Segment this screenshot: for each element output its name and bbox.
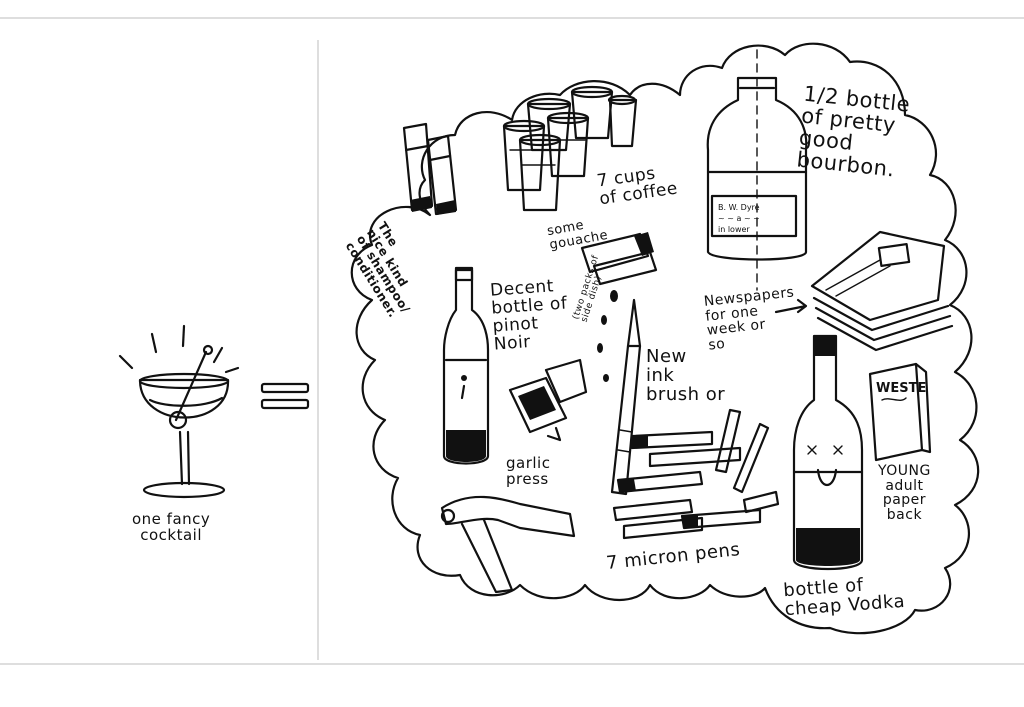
label-ink-brush: New ink brush or [646, 346, 726, 405]
arrow-to-newspapers [774, 298, 808, 314]
label-newspapers: Newspapers for one week or so [703, 284, 796, 354]
label-cocktail: one fancy cocktail [132, 510, 211, 544]
label-bourbon: 1/2 bottle of pretty good bourbon. [795, 81, 912, 182]
micron-pens-drawing [612, 408, 780, 540]
bourbon-bottle-label-line1: B. W. Dyre~ ~ a ~ ~in lower [718, 203, 760, 234]
paperback-book-drawing [868, 362, 932, 462]
bourbon-bottle-drawing [706, 49, 808, 291]
paperback-title: WESTE [876, 381, 926, 396]
label-pinot-noir: Decent bottle of pinot Noir [489, 276, 568, 355]
label-paperback: YOUNG adult paper back [878, 463, 931, 524]
side-dish-packs-drawing [508, 358, 588, 442]
pinot-noir-bottle-drawing [442, 266, 490, 465]
cocktail-glass-drawing [118, 324, 310, 499]
label-garlic-press: garlic press [506, 454, 551, 488]
vodka-bottle-drawing [792, 334, 864, 571]
ink-brush-drawing [597, 290, 642, 496]
shampoo-tubes-drawing [402, 122, 458, 216]
garlic-press-drawing [440, 495, 576, 594]
thought-cloud-outline [350, 42, 980, 635]
coffee-cups-drawing [502, 85, 638, 212]
gouache-tubes-drawing [580, 232, 658, 286]
newspapers-drawing [810, 230, 954, 352]
